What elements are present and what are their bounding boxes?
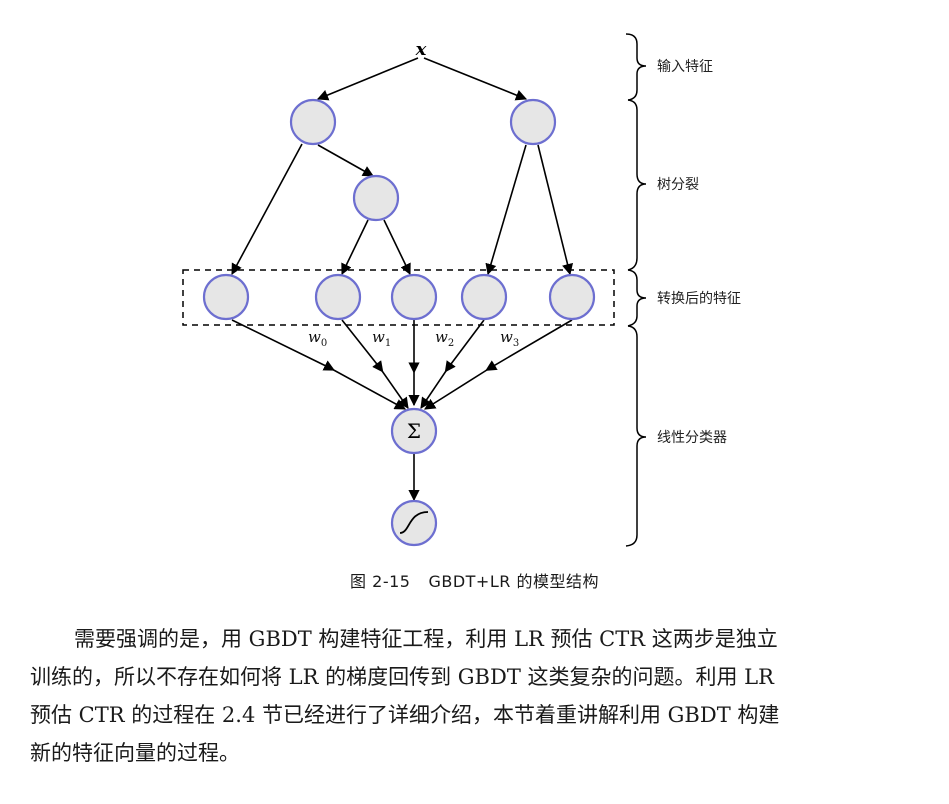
tree2-root-node	[509, 98, 557, 146]
edge-t2-leaf5	[537, 144, 574, 276]
brace-transformed	[627, 269, 647, 327]
input-x-label: x	[415, 39, 427, 60]
sum-node	[390, 407, 438, 455]
edge-leaf5-sum	[424, 319, 573, 410]
leaf-node-2	[314, 273, 362, 321]
edge-inner-leaf2	[341, 219, 369, 276]
paragraph-line-2: 训练的，所以不存在如何将 LR 的梯度回传到 GBDT 这类复杂的问题。利用 L…	[30, 665, 774, 689]
sigmoid-icon	[399, 511, 429, 534]
leaf-node-4	[460, 273, 508, 321]
section-braces	[625, 33, 647, 547]
leaf-node-1	[202, 273, 250, 321]
weight-label-1: w1	[372, 328, 391, 349]
weight-label-0: w0	[308, 328, 327, 349]
figure-caption: 图 2-15 GBDT+LR 的模型结构	[0, 568, 949, 592]
caption-number: 图 2-15	[350, 572, 411, 591]
leaf-node-5	[548, 273, 596, 321]
label-tree-split: 树分裂	[657, 177, 699, 193]
edge-leaf2-sum	[341, 319, 409, 409]
paragraph-line-3: 预估 CTR 的过程在 2.4 节已经进行了详细介绍，本节着重讲解利用 GBDT…	[30, 703, 780, 727]
tree1-root-node	[289, 98, 337, 146]
body-paragraph: 需要强调的是，用 GBDT 构建特征工程，利用 LR 预估 CTR 这两步是独立…	[30, 620, 910, 772]
edge-leaf4-sum	[420, 319, 485, 409]
weight-label-3: w3	[500, 328, 519, 349]
edge-inner-leaf3	[383, 219, 411, 276]
paragraph-line-4: 新的特征向量的过程。	[30, 741, 240, 765]
label-linear-classifier: 线性分类器	[657, 430, 727, 446]
sigmoid-node	[390, 499, 438, 547]
edge-t1-inner	[317, 144, 374, 177]
edge-t2-leaf4	[485, 144, 527, 276]
edge-x-tree1	[316, 57, 419, 101]
model-structure-diagram: x Σ w0 w1 w2 w3 输入特征 树分裂 转换后的特征 线性分类器	[182, 33, 741, 547]
weight-label-2: w2	[435, 328, 454, 349]
leaf-node-3	[390, 273, 438, 321]
edge-t1-leaf1	[231, 143, 303, 275]
label-input-features: 输入特征	[657, 59, 713, 75]
brace-linear	[625, 325, 647, 547]
tree1-inner-node	[352, 174, 400, 222]
label-transformed-features: 转换后的特征	[657, 290, 741, 307]
edge-x-tree2	[423, 57, 528, 101]
caption-title: GBDT+LR 的模型结构	[428, 572, 599, 591]
brace-input	[625, 33, 647, 101]
paragraph-line-1: 需要强调的是，用 GBDT 构建特征工程，利用 LR 预估 CTR 这两步是独立	[74, 627, 778, 651]
sum-symbol: Σ	[407, 419, 421, 443]
brace-tree	[627, 99, 647, 271]
